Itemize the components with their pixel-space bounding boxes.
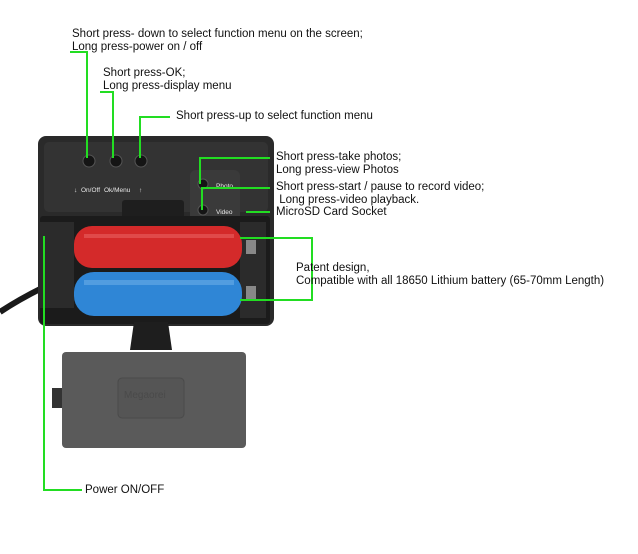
brand-logo: Megaorei: [124, 390, 166, 401]
callout-up-line1: Short press-up to select function menu: [176, 110, 373, 122]
okmenu-label: Ok/Menu: [104, 187, 131, 194]
callout-ok-line2: Long press-display menu: [103, 80, 232, 92]
callout-ok-line1: Short press-OK;: [103, 67, 186, 79]
callout-down-line1: Short press- down to select function men…: [72, 28, 363, 40]
callout-power-line1: Power ON/OFF: [85, 484, 165, 496]
spring-top: [246, 240, 256, 254]
leader-lines: [43, 51, 313, 491]
callout-down-button: Short press- down to select function men…: [72, 28, 363, 54]
spring-bottom: [246, 286, 256, 300]
down-power-button[interactable]: [82, 154, 96, 168]
callout-video-button: Short press-start / pause to record vide…: [276, 181, 484, 207]
battery-terminal: [240, 222, 266, 318]
power-switch[interactable]: [52, 388, 62, 408]
battery-blue-highlight: [84, 280, 234, 285]
callout-video-line1: Short press-start / pause to record vide…: [276, 181, 485, 193]
power-cable: [0, 285, 44, 315]
cover-logo-area: [117, 377, 185, 419]
battery-clip: [40, 222, 74, 308]
callout-photo-button: Short press-take photos; Long press-view…: [276, 151, 401, 177]
callout-photo-line2: Long press-view Photos: [276, 164, 399, 176]
arrow-up-icon: ↑: [139, 187, 142, 194]
leader-video: [201, 187, 270, 210]
callout-battery-line1: Patent design,: [296, 262, 370, 274]
battery-blue: [74, 272, 242, 316]
leader-ok: [100, 91, 114, 158]
callout-battery: Patent design, Compatible with all 18650…: [296, 262, 604, 288]
video-label: Video: [216, 209, 233, 216]
mount: [130, 322, 172, 350]
callout-photo-line1: Short press-take photos;: [276, 151, 402, 163]
battery-red: [74, 226, 242, 268]
callout-battery-line2: Compatible with all 18650 Lithium batter…: [296, 275, 605, 287]
arrow-down-icon: ↓: [74, 187, 77, 194]
battery-red-highlight: [84, 234, 234, 238]
leader-photo: [199, 157, 270, 184]
onoff-label: On/Off: [81, 187, 100, 194]
callout-sd-line1: MicroSD Card Socket: [276, 206, 387, 218]
callout-up-button: Short press-up to select function menu: [176, 110, 373, 123]
callout-video-line2: Long press-video playback.: [276, 194, 420, 206]
callout-power-switch: Power ON/OFF: [85, 484, 164, 497]
photo-label: Photo: [216, 183, 233, 190]
callout-down-line2: Long press-power on / off: [72, 41, 203, 53]
leader-battery: [240, 237, 313, 301]
leader-down: [70, 51, 88, 158]
callout-sd-socket: MicroSD Card Socket: [276, 206, 387, 219]
leader-power: [43, 236, 82, 491]
ok-menu-button[interactable]: [109, 154, 123, 168]
callout-ok-button: Short press-OK; Long press-display menu: [103, 67, 232, 93]
leader-up: [139, 116, 170, 158]
